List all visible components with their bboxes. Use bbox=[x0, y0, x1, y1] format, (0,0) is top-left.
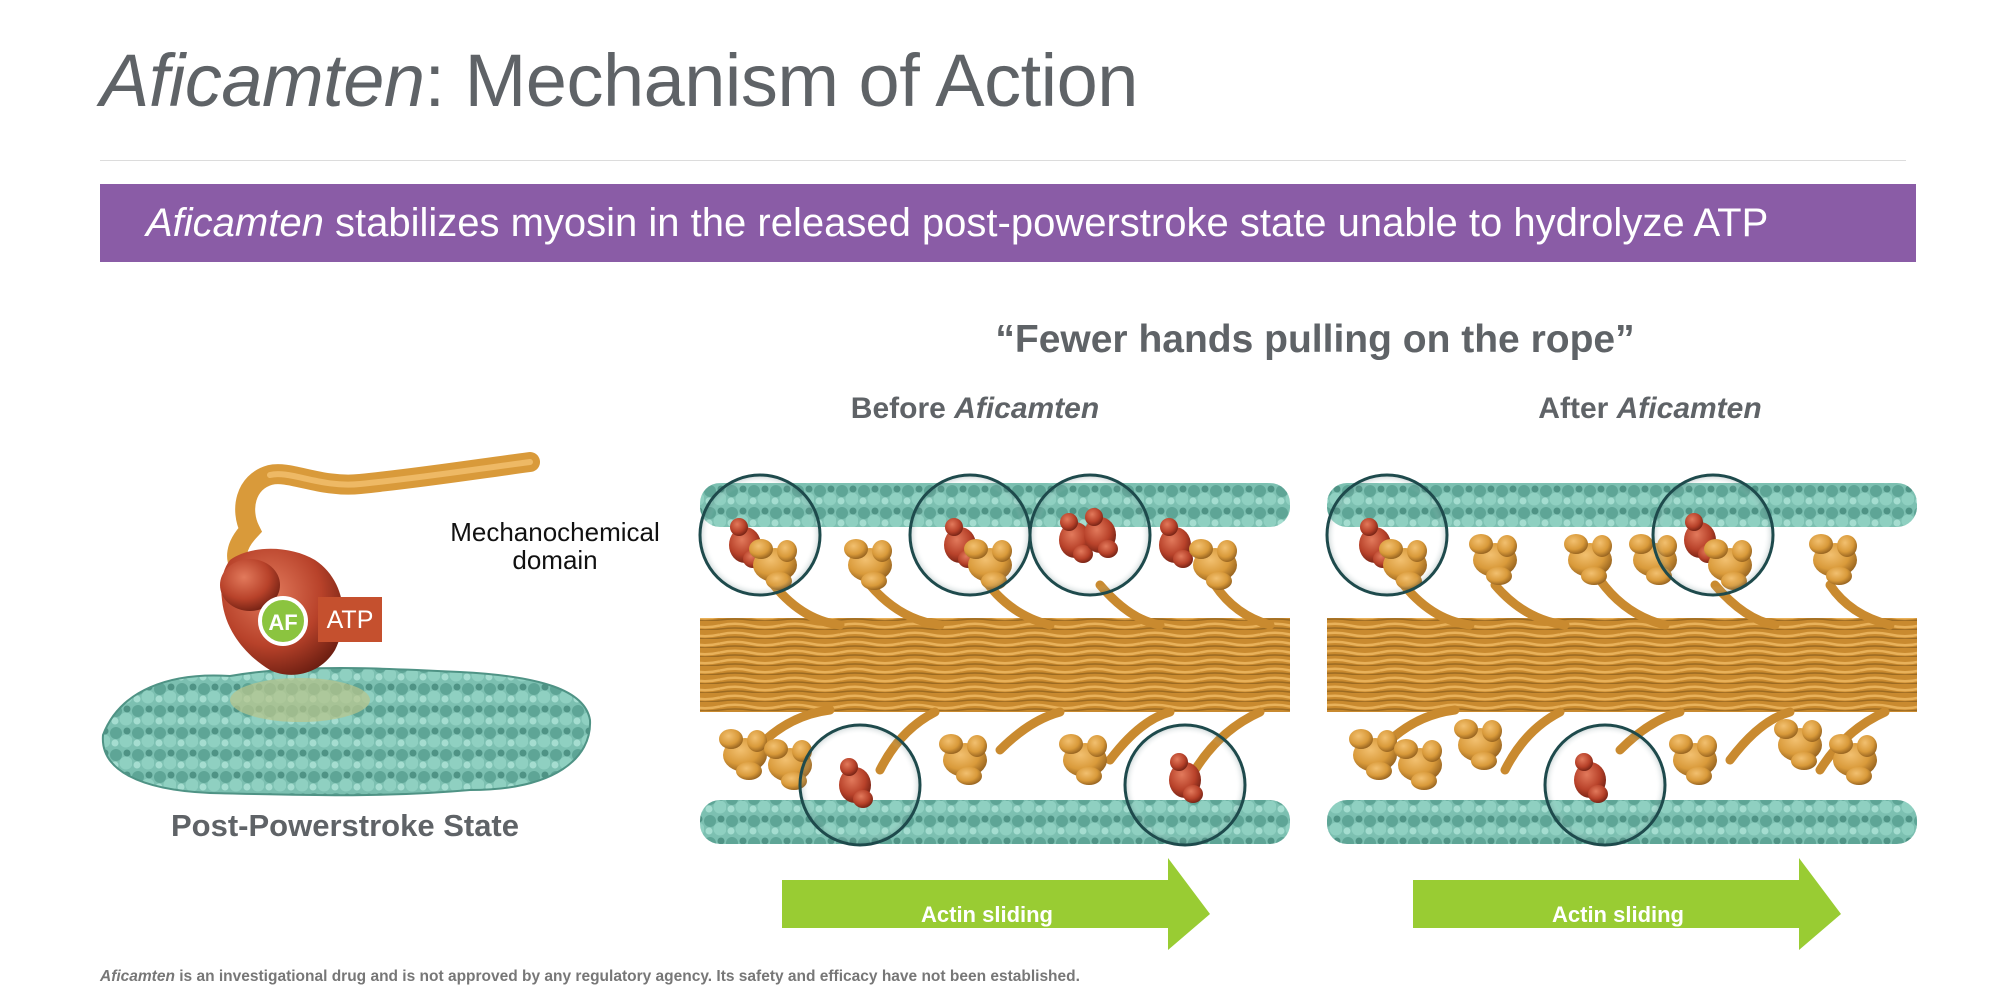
banner-text: stabilizes myosin in the released post-p… bbox=[323, 201, 1769, 245]
post-powerstroke-model: AF ATP bbox=[101, 452, 592, 797]
actin-sliding-label-before: Actin sliding bbox=[921, 902, 1053, 927]
mechanochemical-line-2: domain bbox=[512, 545, 598, 575]
atp-box-label: ATP bbox=[327, 606, 374, 634]
after-panel-title: After Aficamten bbox=[1440, 392, 1860, 426]
mechanochemical-domain-label: Mechanochemical domain bbox=[430, 518, 680, 574]
after-aficamten-panel bbox=[1325, 473, 1917, 847]
actin-sliding-arrow-before bbox=[782, 858, 1210, 950]
before-panel-title: Before Aficamten bbox=[760, 392, 1190, 426]
mechanochemical-line-1: Mechanochemical bbox=[450, 517, 660, 547]
af-badge-label: AF bbox=[268, 610, 297, 635]
af-badge bbox=[258, 596, 308, 646]
atp-box bbox=[318, 597, 382, 642]
title-rest: : Mechanism of Action bbox=[424, 39, 1139, 122]
after-label-plain: After bbox=[1538, 392, 1617, 425]
before-aficamten-panel bbox=[698, 473, 1290, 847]
actin-sliding-label-after: Actin sliding bbox=[1552, 902, 1684, 927]
slide-title: Aficamten: Mechanism of Action bbox=[100, 36, 1138, 126]
after-label-drug: Aficamten bbox=[1616, 392, 1762, 425]
before-label-drug: Aficamten bbox=[954, 392, 1100, 425]
banner-drug-name: Aficamten bbox=[146, 201, 324, 245]
title-drug-name: Aficamten bbox=[100, 39, 425, 122]
actin-sliding-arrow-after bbox=[1413, 858, 1841, 950]
footnote-text: is an investigational drug and is not ap… bbox=[174, 968, 1080, 985]
footnote-drug-name: Aficamten bbox=[100, 968, 175, 985]
key-message-banner: Aficamten stabilizes myosin in the relea… bbox=[100, 184, 1916, 262]
regulatory-footnote: Aficamten is an investigational drug and… bbox=[100, 968, 1080, 986]
before-label-plain: Before bbox=[850, 392, 955, 425]
quote-heading: “Fewer hands pulling on the rope” bbox=[995, 318, 1635, 361]
title-divider bbox=[100, 160, 1906, 161]
post-powerstroke-label: Post-Powerstroke State bbox=[171, 808, 519, 843]
